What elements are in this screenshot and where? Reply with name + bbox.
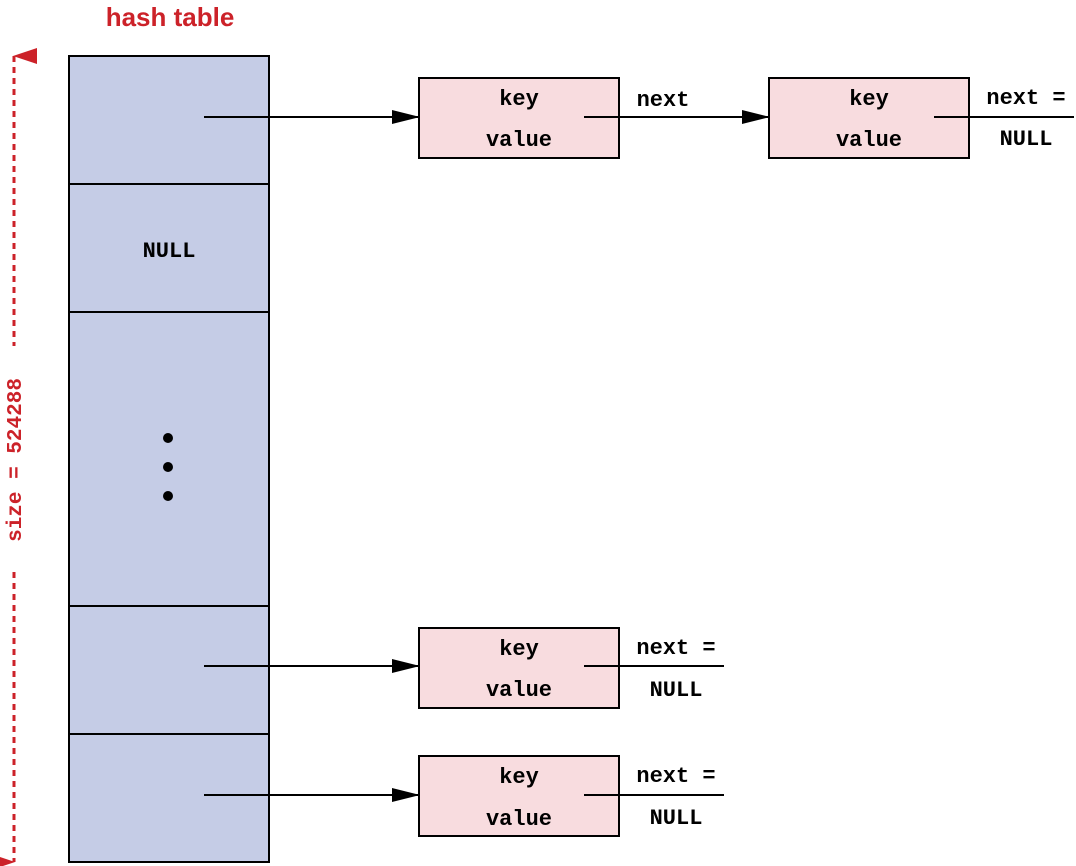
node-key: key xyxy=(499,87,539,112)
node-value: value xyxy=(836,128,902,153)
ellipsis-dot xyxy=(163,433,173,443)
node-key: key xyxy=(499,765,539,790)
node-1-null-label: NULL xyxy=(1000,127,1053,152)
node-2-null-label: NULL xyxy=(650,678,703,703)
bucket-ellipsis xyxy=(68,311,270,607)
node-key: key xyxy=(499,637,539,662)
node-value: value xyxy=(486,128,552,153)
node-box xyxy=(418,627,620,709)
node-0-next-label: next xyxy=(637,88,690,113)
bucket-null-label: NULL xyxy=(143,239,196,264)
node-key: key xyxy=(849,87,889,112)
size-indicator: size = 524288 xyxy=(0,48,37,866)
ellipsis-dot xyxy=(163,462,173,472)
node-value: value xyxy=(486,807,552,832)
node-3-null-label: NULL xyxy=(650,806,703,831)
bucket-3 xyxy=(68,605,270,735)
node-2: key value xyxy=(418,627,620,709)
diagram-title: hash table xyxy=(106,2,235,32)
node-2-next-label: next = xyxy=(636,636,715,661)
node-value: value xyxy=(486,678,552,703)
bucket-column: NULL xyxy=(68,55,270,863)
node-1-next-label: next = xyxy=(986,86,1065,111)
node-1: key value xyxy=(768,77,970,159)
ellipsis-dot xyxy=(163,491,173,501)
node-3-next-label: next = xyxy=(636,764,715,789)
bucket-0 xyxy=(68,55,270,185)
size-label: size = 524288 xyxy=(5,378,28,542)
bucket-4 xyxy=(68,733,270,863)
